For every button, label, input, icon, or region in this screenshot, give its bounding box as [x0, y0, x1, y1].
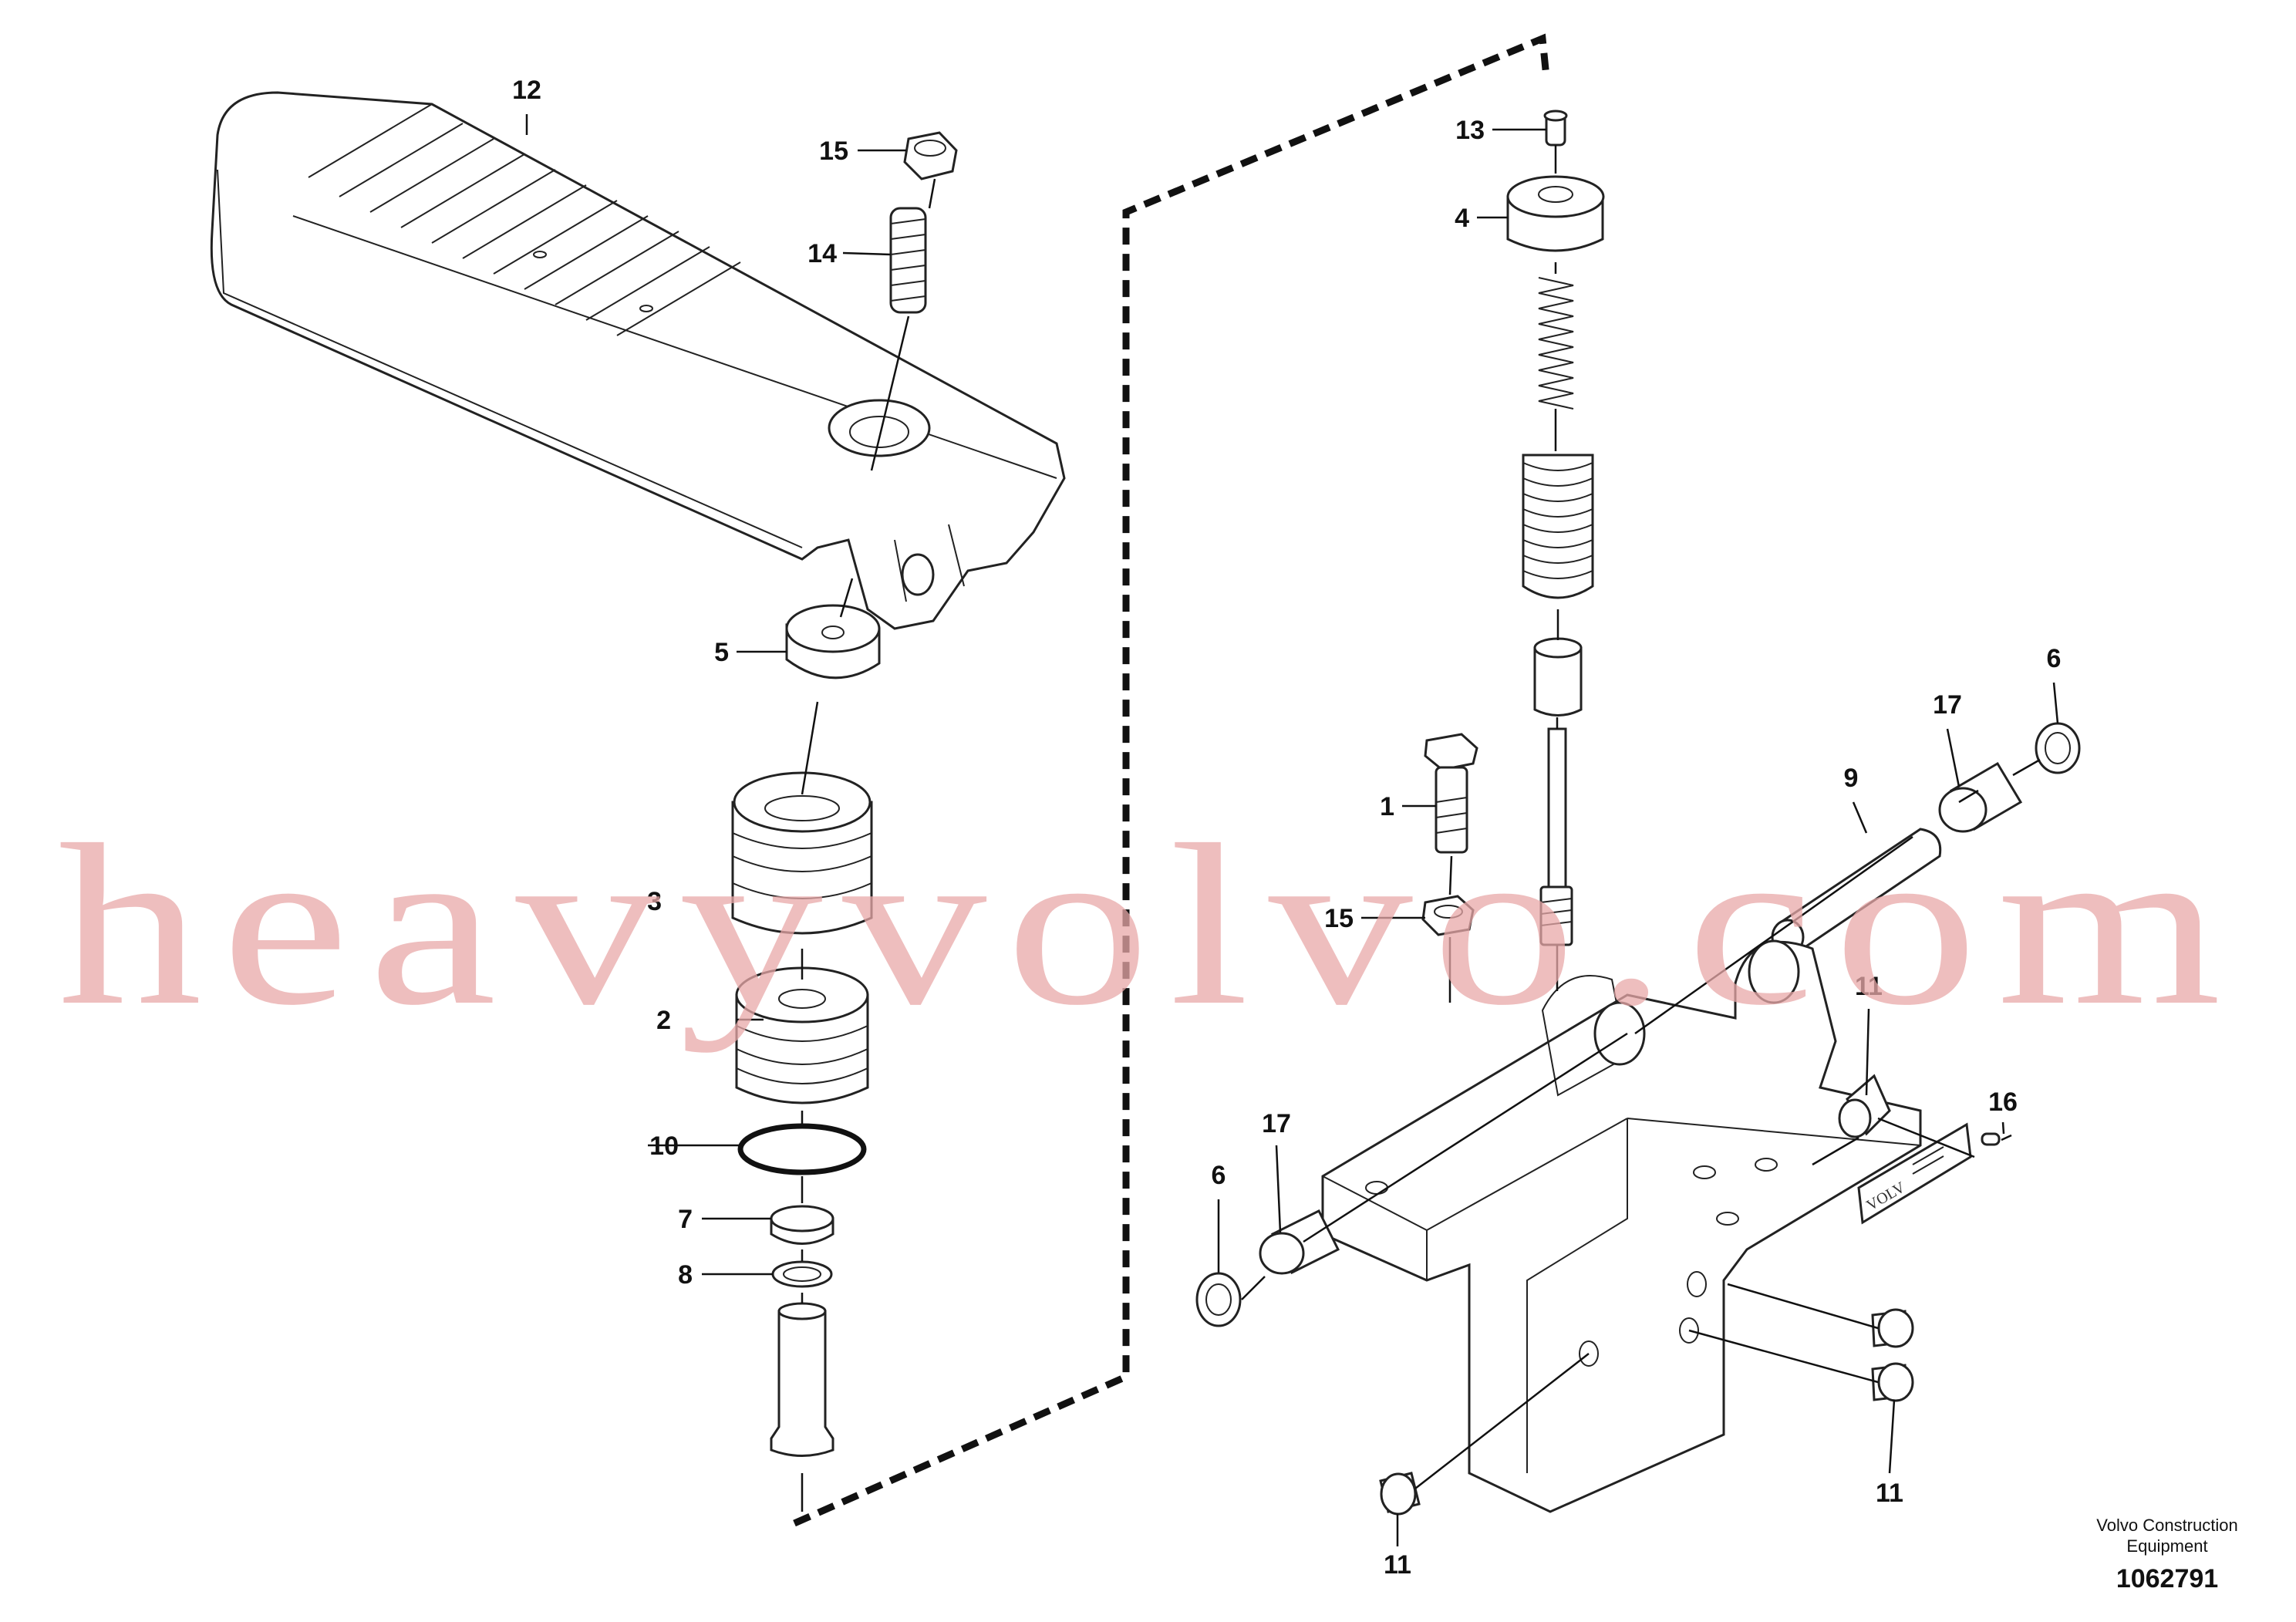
nameplate-16-part: VOLV — [1857, 1122, 2001, 1225]
callout-10: 10 — [649, 1131, 679, 1161]
callout-5: 5 — [714, 638, 729, 667]
document-number: 1062791 — [2116, 1564, 2218, 1593]
o-ring-10-part — [737, 1123, 867, 1175]
callout-17-lower: 17 — [1262, 1109, 1291, 1138]
ring-8-part — [771, 1260, 833, 1288]
leader-lines-right — [1241, 145, 2041, 1489]
socket-screw-11-lower-part — [1379, 1472, 1421, 1516]
callout-leader-lines — [525, 114, 2059, 1546]
callout-11-bottom: 11 — [1384, 1550, 1411, 1580]
callout-11-right: 11 — [1876, 1479, 1903, 1508]
brand-line-1: Volvo Construction — [2096, 1516, 2237, 1535]
stud-14-part — [889, 207, 927, 314]
callout-16: 16 — [1988, 1088, 2018, 1117]
washer-6-lower-part — [1195, 1272, 1242, 1327]
callout-4: 4 — [1455, 204, 1469, 233]
callout-13: 13 — [1455, 116, 1485, 145]
nut-15-right-part — [1421, 895, 1475, 936]
socket-screw-11-mid1-part — [1871, 1308, 1914, 1348]
callout-15-lower: 15 — [1324, 904, 1354, 933]
bushing-17-upper-part — [1938, 761, 2023, 833]
socket-screw-11-mid2-part — [1871, 1362, 1914, 1402]
bolt-1-part — [1424, 733, 1478, 854]
inner-spring-part — [1538, 277, 1574, 410]
plunger-part — [770, 1302, 834, 1457]
washer-6-upper-part — [2035, 722, 2081, 774]
callout-2: 2 — [656, 1006, 671, 1035]
callout-8: 8 — [678, 1260, 693, 1290]
valve-body-2-part — [735, 966, 869, 1104]
callout-11-upper: 11 — [1855, 972, 1883, 1001]
bushing-17-lower-part — [1259, 1209, 1340, 1275]
screw-13-part — [1543, 110, 1568, 147]
callout-3: 3 — [647, 887, 662, 916]
cap-4-part — [1506, 175, 1605, 252]
outer-spring-part — [1522, 454, 1594, 599]
pedal-part — [210, 91, 1066, 630]
callout-7: 7 — [678, 1205, 693, 1234]
seal-7-part — [770, 1205, 834, 1245]
spacer-part — [1533, 637, 1583, 717]
brand-line-2: Equipment — [2126, 1536, 2207, 1556]
hex-nut-15-part — [903, 131, 958, 180]
housing-3-part — [731, 771, 873, 935]
pedal-base-part — [1321, 939, 1922, 1513]
callout-1: 1 — [1380, 792, 1394, 821]
callout-12: 12 — [512, 76, 541, 105]
cap-5-part — [785, 604, 881, 679]
callout-14: 14 — [807, 239, 837, 268]
valve-stem-part — [1539, 727, 1573, 946]
callout-17-upper: 17 — [1933, 690, 1962, 720]
dashed-assembly-link — [793, 33, 1550, 1527]
watermark-text: heavyvolvo.com — [58, 797, 2240, 1054]
leader-lines-left — [801, 178, 936, 1512]
callout-15-upper: 15 — [819, 137, 848, 166]
callout-9: 9 — [1844, 764, 1859, 793]
callout-6-upper: 6 — [2047, 644, 2062, 673]
callout-6-lower: 6 — [1212, 1161, 1226, 1190]
